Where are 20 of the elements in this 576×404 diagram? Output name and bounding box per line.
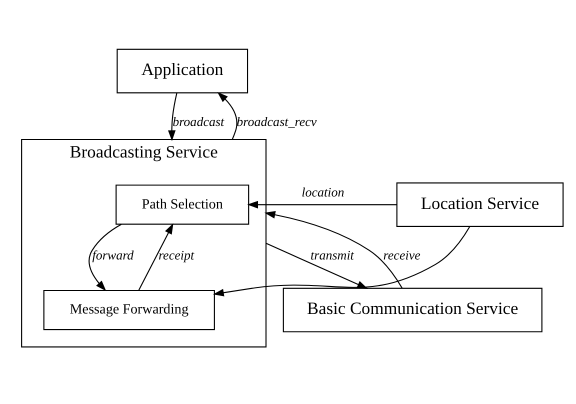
arrow xyxy=(266,242,368,288)
edge-label: receipt xyxy=(158,247,194,262)
arrow xyxy=(212,226,470,296)
edge-label: receive xyxy=(383,247,420,262)
node-box: Basic Communication Service xyxy=(282,287,542,332)
node-box: Message Forwarding xyxy=(43,289,215,330)
arrow xyxy=(247,200,397,208)
node-box: Path Selection xyxy=(116,184,250,224)
arrow xyxy=(88,223,122,291)
arrow xyxy=(138,222,174,290)
node-box: Application xyxy=(116,48,248,93)
edge-label: broadcast xyxy=(172,114,224,129)
arrow xyxy=(217,91,238,140)
arrow xyxy=(168,92,178,141)
node-box: Location Service xyxy=(396,182,564,226)
edge-label: location xyxy=(302,184,344,200)
edge-label: forward xyxy=(92,247,134,262)
edge-label: broadcast_recv xyxy=(236,114,317,129)
edge-label: transmit xyxy=(310,247,354,262)
arrow xyxy=(264,210,403,288)
